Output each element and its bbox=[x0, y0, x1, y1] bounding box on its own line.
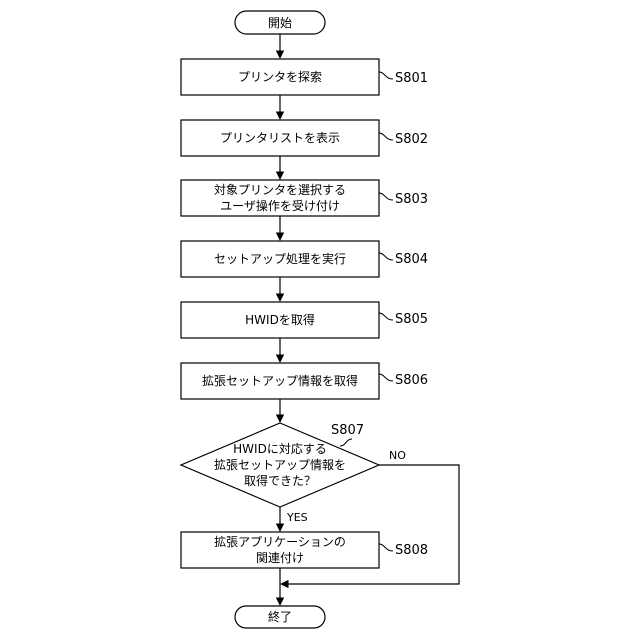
decision-text-line: 拡張セットアップ情報を bbox=[214, 457, 346, 473]
leader-s801 bbox=[379, 72, 393, 79]
process-text-line: プリンタリストを表示 bbox=[220, 130, 340, 146]
process-text-s803: 対象プリンタを選択する ユーザ操作を受け付け bbox=[181, 180, 379, 216]
process-text-line: 関連付け bbox=[256, 550, 304, 566]
process-text-s808: 拡張アプリケーションの 関連付け bbox=[181, 532, 379, 568]
leader-s804 bbox=[379, 253, 393, 260]
step-label-s804: S804 bbox=[395, 253, 428, 267]
step-label-s807: S807 bbox=[331, 424, 364, 438]
process-text-s806: 拡張セットアップ情報を取得 bbox=[181, 363, 379, 399]
branch-label-no: NO bbox=[389, 450, 406, 462]
step-label-s806: S806 bbox=[395, 374, 428, 388]
process-text-s805: HWIDを取得 bbox=[181, 302, 379, 338]
step-label-s805: S805 bbox=[395, 313, 428, 327]
process-text-line: ユーザ操作を受け付け bbox=[220, 198, 340, 214]
process-text-line: セットアップ処理を実行 bbox=[214, 251, 346, 267]
process-text-line: 拡張セットアップ情報を取得 bbox=[202, 373, 358, 389]
branch-label-yes: YES bbox=[287, 512, 308, 524]
decision-text-line: HWIDに対応する bbox=[233, 441, 327, 457]
step-label-s802: S802 bbox=[395, 133, 428, 147]
step-label-s803: S803 bbox=[395, 193, 428, 207]
step-label-s808: S808 bbox=[395, 544, 428, 558]
leader-s806 bbox=[379, 374, 393, 381]
start-label: 開始 bbox=[235, 11, 325, 34]
process-text-line: HWIDを取得 bbox=[245, 312, 315, 328]
leader-s803 bbox=[379, 193, 393, 200]
process-text-line: 対象プリンタを選択する bbox=[214, 182, 346, 198]
process-text-line: 拡張アプリケーションの bbox=[214, 534, 346, 550]
process-text-s804: セットアップ処理を実行 bbox=[181, 241, 379, 277]
leader-s808 bbox=[379, 544, 393, 551]
leader-s802 bbox=[379, 133, 393, 140]
end-label: 終了 bbox=[235, 606, 325, 628]
decision-text-s807: HWIDに対応する 拡張セットアップ情報を 取得できた？ bbox=[196, 439, 364, 491]
process-text-s801: プリンタを探索 bbox=[181, 59, 379, 95]
process-text-line: プリンタを探索 bbox=[238, 69, 322, 85]
step-label-s801: S801 bbox=[395, 72, 428, 86]
leader-s805 bbox=[379, 313, 393, 320]
process-text-s802: プリンタリストを表示 bbox=[181, 120, 379, 156]
decision-text-line: 取得できた？ bbox=[244, 473, 316, 489]
